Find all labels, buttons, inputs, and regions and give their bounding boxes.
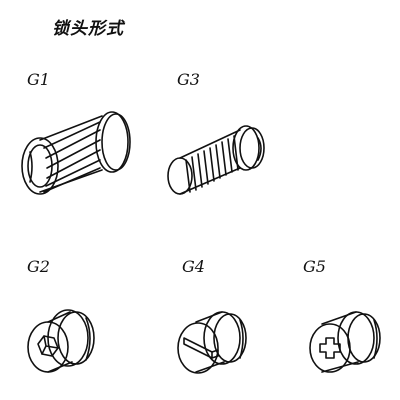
label-g5: G5 (303, 257, 326, 276)
label-g3: G3 (177, 70, 200, 89)
lock-head-g1-drawing (21, 111, 131, 195)
lock-head-g5-drawing (309, 311, 381, 373)
label-g2: G2 (27, 257, 50, 276)
label-g4: G4 (182, 257, 205, 276)
lock-head-g2-drawing (27, 309, 95, 373)
lock-head-g3-drawing (167, 125, 265, 195)
lock-head-g4-drawing (177, 311, 247, 374)
diagram-title: 锁头形式 (52, 19, 124, 39)
label-g1: G1 (27, 70, 50, 89)
